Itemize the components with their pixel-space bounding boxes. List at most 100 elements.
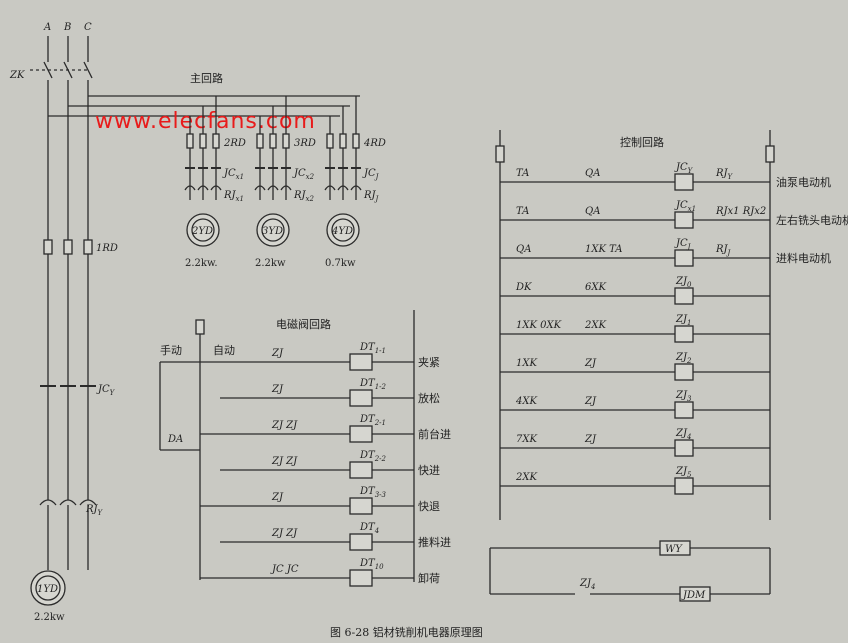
control-circuit-title: 控制回路 [620, 135, 664, 149]
valve-function-label: 快进 [418, 464, 440, 477]
control-coil-label: ZJ3 [675, 390, 692, 403]
valve-row: JC JC DT10 卸荷 [200, 558, 440, 587]
watermark: www.elecfans.com [95, 109, 316, 134]
phase-lines: A B C ZK 1RD JCY RJY [9, 22, 360, 623]
contactor-label-3: JCJ [362, 168, 380, 181]
control-coil-label: JCJ [674, 238, 692, 251]
control-row: TA QA JCx1 RJx1 RJx2 左右铣头电动机 [500, 200, 848, 229]
valve-contact-label: ZJ ZJ [271, 528, 298, 539]
control-coil-label: JCx1 [674, 200, 696, 213]
contactor-jcy-label: JCY [96, 384, 116, 397]
solenoid-coil [349, 497, 373, 515]
solenoid-coil [349, 533, 373, 551]
valve-contact-label: ZJ ZJ [271, 420, 298, 431]
control-mid-contact: ZJ [584, 434, 597, 445]
valve-function-label: 卸荷 [418, 571, 440, 585]
motor-label-1: 2YD [191, 226, 213, 237]
control-mid-contact: 1XK TA [585, 244, 622, 255]
control-left-contact: 2XK [515, 472, 537, 483]
motor-power-3: 0.7kw [325, 258, 356, 269]
motor-label-2: 3YD [262, 226, 283, 237]
control-function-label: 油泵电动机 [776, 175, 831, 189]
motor-power-1: 2.2kw. [185, 258, 218, 269]
valve-function-label: 夹紧 [418, 356, 440, 369]
control-mid-contact: ZJ [584, 396, 597, 407]
control-row: DK 6XK ZJ0 [500, 276, 770, 305]
valve-row: ZJ ZJ DT4 推料进 [220, 522, 451, 551]
control-coil-label: ZJ4 [675, 428, 691, 441]
valve-contact-label: ZJ [271, 384, 284, 395]
fuse-1rd-label: 1RD [96, 243, 118, 254]
motor-power-2: 2.2kw [255, 258, 286, 269]
control-relay-label: RJJ [715, 244, 732, 257]
control-mid-contact: 6XK [585, 282, 606, 293]
valve-contact-label: ZJ [271, 348, 284, 359]
valve-function-label: 推料进 [418, 535, 451, 549]
wy-box [659, 540, 691, 556]
fuse-label-3: 4RD [363, 138, 386, 149]
main-circuit-title: 主回路 [190, 72, 223, 85]
solenoid-label: DT1-1 [359, 342, 386, 355]
control-coil [674, 477, 694, 495]
control-row: 7XK ZJ ZJ4 [500, 428, 770, 457]
auto-label: 自动 [213, 344, 235, 357]
solenoid-label: DT10 [359, 558, 384, 571]
solenoid-coil [349, 461, 373, 479]
fuse-label-1: 2RD [223, 138, 246, 149]
control-left-contact: 7XK [516, 434, 537, 445]
control-mid-contact: ZJ [584, 358, 597, 369]
jdm-box [679, 586, 711, 602]
da-button-label: DA [167, 434, 183, 445]
control-left-contact: QA [516, 244, 531, 255]
control-coil [674, 439, 694, 457]
solenoid-label: DT1-2 [359, 378, 387, 391]
control-left-contact: TA [516, 206, 529, 217]
control-coil [674, 363, 694, 381]
control-function-label: 左右铣头电动机 [776, 213, 848, 227]
control-left-contact: 1XK [516, 358, 537, 369]
relay-label-2: RJx2 [293, 190, 314, 203]
valve-contact-label: JC JC [270, 564, 299, 575]
phase-b-label: B [63, 22, 71, 33]
relay-label-3: RJJ [363, 190, 380, 203]
figure-caption: 图 6-28 铝材铣削机电器原理图 [330, 625, 483, 639]
manual-label: 手动 [160, 343, 182, 357]
fuse-label-2: 3RD [294, 138, 316, 149]
control-left-contact: TA [516, 168, 529, 179]
valve-row: ZJ DT1-1 夹紧 [200, 342, 440, 371]
control-coil-label: ZJ0 [675, 276, 692, 289]
phase-a-label: A [43, 22, 51, 33]
solenoid-coil [349, 353, 373, 371]
control-coil-label: JCY [674, 162, 694, 175]
control-coil [674, 173, 694, 191]
control-coil-label: ZJ1 [675, 314, 691, 327]
control-left-contact: DK [515, 282, 532, 293]
control-coil [674, 211, 694, 229]
solenoid-label: DT4 [359, 522, 379, 535]
contactor-label-1: JCx1 [222, 168, 244, 181]
zj4-label: ZJ4 [579, 578, 595, 591]
valve-circuit-title: 电磁阀回路 [276, 317, 331, 331]
control-relay-label: RJx1 RJx2 [715, 206, 766, 217]
relay-label-1: RJx1 [223, 190, 244, 203]
solenoid-coil [349, 389, 373, 407]
contactor-label-2: JCx2 [292, 168, 315, 181]
solenoid-label: DT2-1 [359, 414, 386, 427]
control-coil [674, 249, 694, 267]
control-mid-contact: QA [585, 206, 600, 217]
valve-contact-label: ZJ ZJ [271, 456, 298, 467]
main-switch-label: ZK [9, 70, 25, 81]
control-coil [674, 325, 694, 343]
